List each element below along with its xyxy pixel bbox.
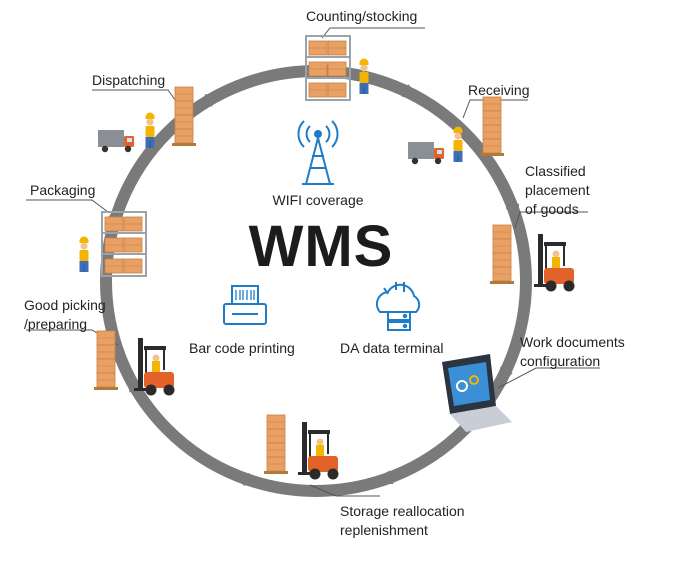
picking-line-2: /preparing <box>24 316 88 332</box>
workdocs-line-2: configuration <box>520 353 601 369</box>
cycle-arrow-icon <box>204 90 228 107</box>
step-label-receiving: Receiving <box>468 82 530 98</box>
step-label-packaging: Packaging <box>30 182 96 198</box>
cycle-arrow-icon <box>505 203 520 227</box>
storage-illustration <box>264 415 340 481</box>
classified-line-3: of goods <box>525 201 579 217</box>
wifi-coverage-label: WIFI coverage <box>272 192 364 208</box>
classified-line-2: placement <box>525 182 590 198</box>
workdocs-laptop-illustration <box>442 354 512 432</box>
cloud-server-icon <box>375 282 421 331</box>
receiving-illustration <box>408 97 504 165</box>
workdocs-line-1: Work documents <box>520 334 625 350</box>
wms-title: WMS <box>248 214 394 279</box>
leader-lines <box>26 27 600 497</box>
picking-line-1: Good picking <box>24 297 106 313</box>
step-label-counting: Counting/stocking <box>306 8 418 24</box>
cycle-arrow-icon <box>227 471 251 487</box>
classified-illustration <box>490 225 576 293</box>
step-label-dispatching: Dispatching <box>92 72 166 88</box>
cycle-arrow-icon <box>496 366 513 390</box>
counting-illustration <box>306 36 369 100</box>
packaging-illustration <box>79 212 147 276</box>
cycle-arrow-icon <box>125 369 142 393</box>
storage-line-2: replenishment <box>340 522 428 538</box>
cycle-arrow-icon <box>401 84 425 101</box>
barcode-printing-label: Bar code printing <box>189 340 295 356</box>
step-label-classified: Classified placement of goods <box>525 162 590 219</box>
dispatching-illustration <box>98 87 196 153</box>
storage-line-1: Storage reallocation <box>340 503 465 519</box>
step-label-storage: Storage reallocation replenishment <box>340 502 465 540</box>
classified-line-1: Classified <box>525 163 586 179</box>
cycle-arrow-icon <box>108 198 123 222</box>
da-data-terminal-label: DA data terminal <box>340 340 444 356</box>
wifi-tower-icon <box>297 120 339 185</box>
step-label-picking: Good picking /preparing <box>24 296 106 334</box>
step-label-workdocs: Work documents configuration <box>520 333 625 371</box>
barcode-printer-icon <box>223 285 267 325</box>
direction-arrows <box>108 84 520 487</box>
cycle-arrow-icon <box>370 470 394 485</box>
